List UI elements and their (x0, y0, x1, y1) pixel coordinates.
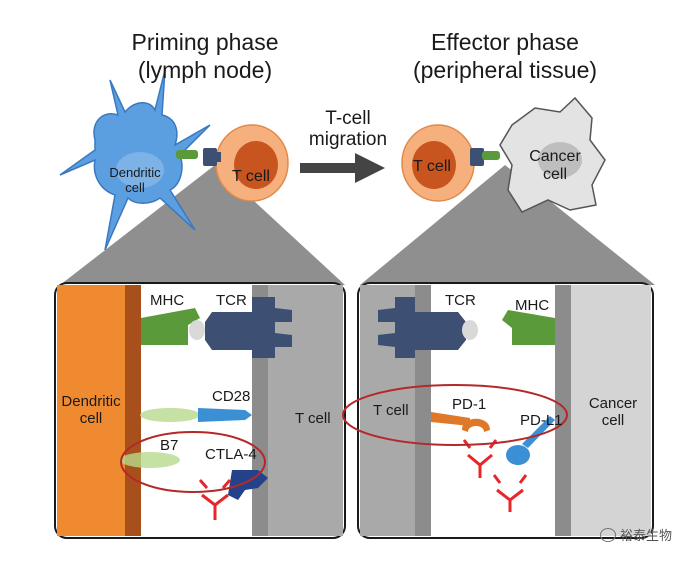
tcell-top-left-label: T cell (232, 168, 270, 185)
b7-label: B7 (160, 437, 179, 454)
cd28-label: CD28 (212, 388, 251, 405)
pdl1-label: PD-L1 (520, 412, 563, 429)
tcell-top-right-label: T cell (413, 158, 451, 175)
tcell-top-left (203, 124, 289, 202)
priming-phase-heading: Priming phase (lymph node) (85, 28, 325, 84)
ctla4-label: CTLA-4 (205, 446, 257, 463)
cancer-cell-top (499, 96, 606, 213)
migration-label: T-cell migration (308, 108, 388, 150)
priming-phase-title: Priming phase (131, 29, 279, 55)
effector-phase-title: Effector phase (431, 29, 579, 55)
right-cancer-cell-label: Cancer cell (588, 395, 638, 429)
priming-phase-subtitle: (lymph node) (137, 57, 273, 83)
right-mhc-label: MHC (515, 297, 550, 314)
left-dendritic-cell-label: Dendritic cell (61, 393, 121, 427)
cancer-cell-top-label: Cancer cell (529, 148, 581, 183)
right-zoom-triangle (360, 165, 655, 285)
pd1-label: PD-1 (452, 396, 487, 413)
tcell-top-right (401, 124, 500, 202)
left-tcell-label: T cell (295, 410, 331, 427)
watermark: 裕泰生物 (600, 525, 672, 544)
left-panel (54, 282, 346, 539)
right-panel (342, 282, 654, 539)
right-tcell-label: T cell (373, 402, 409, 419)
wechat-logo-icon (600, 527, 616, 542)
left-zoom-triangle (60, 165, 345, 285)
left-tcr-label: TCR (216, 292, 247, 309)
effector-phase-subtitle: (peripheral tissue) (412, 57, 598, 83)
dendritic-cell-top-label: Dendritic cell (109, 165, 161, 195)
left-mhc-label: MHC (150, 292, 185, 309)
dendritic-cell-top (59, 69, 211, 251)
right-tcr-label: TCR (445, 292, 476, 309)
watermark-text: 裕泰生物 (620, 528, 673, 543)
effector-phase-heading: Effector phase (peripheral tissue) (380, 28, 630, 84)
migration-arrow (300, 153, 385, 183)
